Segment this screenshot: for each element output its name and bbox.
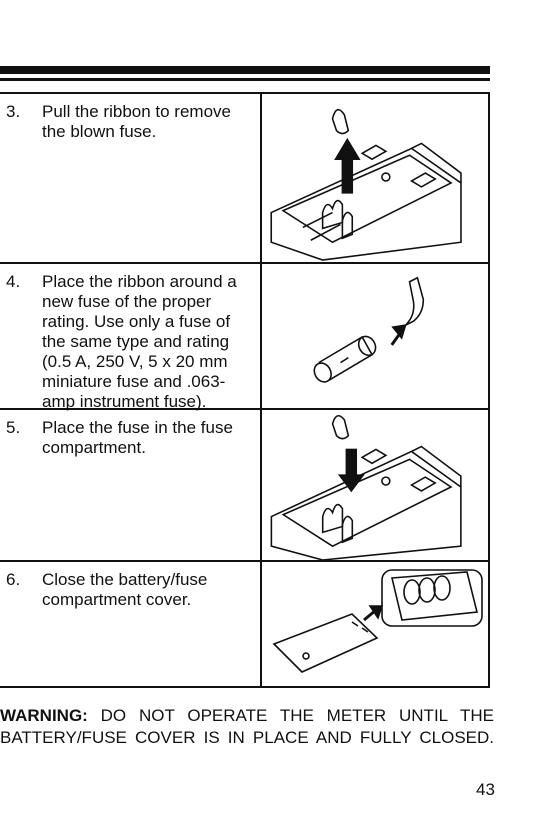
step-text-cell: 5. Place the fuse in the fuse compartmen…: [0, 410, 262, 560]
step-number: 4.: [6, 272, 21, 291]
step-text: Place the ribbon around a new fuse of th…: [42, 272, 237, 411]
fuse-with-ribbon-icon: [262, 264, 488, 408]
step-text-cell: 4. Place the ribbon around a new fuse of…: [0, 264, 262, 411]
step-number: 5.: [6, 418, 21, 437]
step-text-cell: 3. Pull the ribbon to remove the blown f…: [0, 94, 262, 262]
warning-note: WARNING: DO NOT OPERATE THE METER UNTIL …: [0, 705, 494, 749]
header-rule-thin: [0, 78, 490, 81]
step-text: Pull the ribbon to remove the blown fuse…: [42, 102, 231, 141]
warning-label: WARNING:: [0, 706, 88, 725]
page-number: 43: [476, 780, 495, 799]
step-number: 3.: [6, 102, 21, 121]
step-text: Place the fuse in the fuse compartment.: [42, 418, 233, 457]
step-row-3: 3. Pull the ribbon to remove the blown f…: [0, 94, 488, 264]
fuse-ribbon-pull-icon: [262, 94, 488, 262]
step-text: Close the battery/fuse compartment cover…: [42, 570, 208, 609]
warning-text: DO NOT OPERATE THE METER UNTIL THE BATTE…: [0, 706, 494, 747]
header-rule-thick: [0, 66, 490, 74]
step-row-4: 4. Place the ribbon around a new fuse of…: [0, 264, 488, 411]
step-text-cell: 6. Close the battery/fuse compartment co…: [0, 562, 262, 686]
fuse-insert-icon: [262, 410, 488, 560]
step-row-5: 5. Place the fuse in the fuse compartmen…: [0, 410, 488, 562]
step-number: 6.: [6, 570, 21, 589]
compartment-cover-icon: [262, 562, 488, 686]
step-row-6: 6. Close the battery/fuse compartment co…: [0, 562, 488, 686]
steps-table: 3. Pull the ribbon to remove the blown f…: [0, 92, 490, 688]
